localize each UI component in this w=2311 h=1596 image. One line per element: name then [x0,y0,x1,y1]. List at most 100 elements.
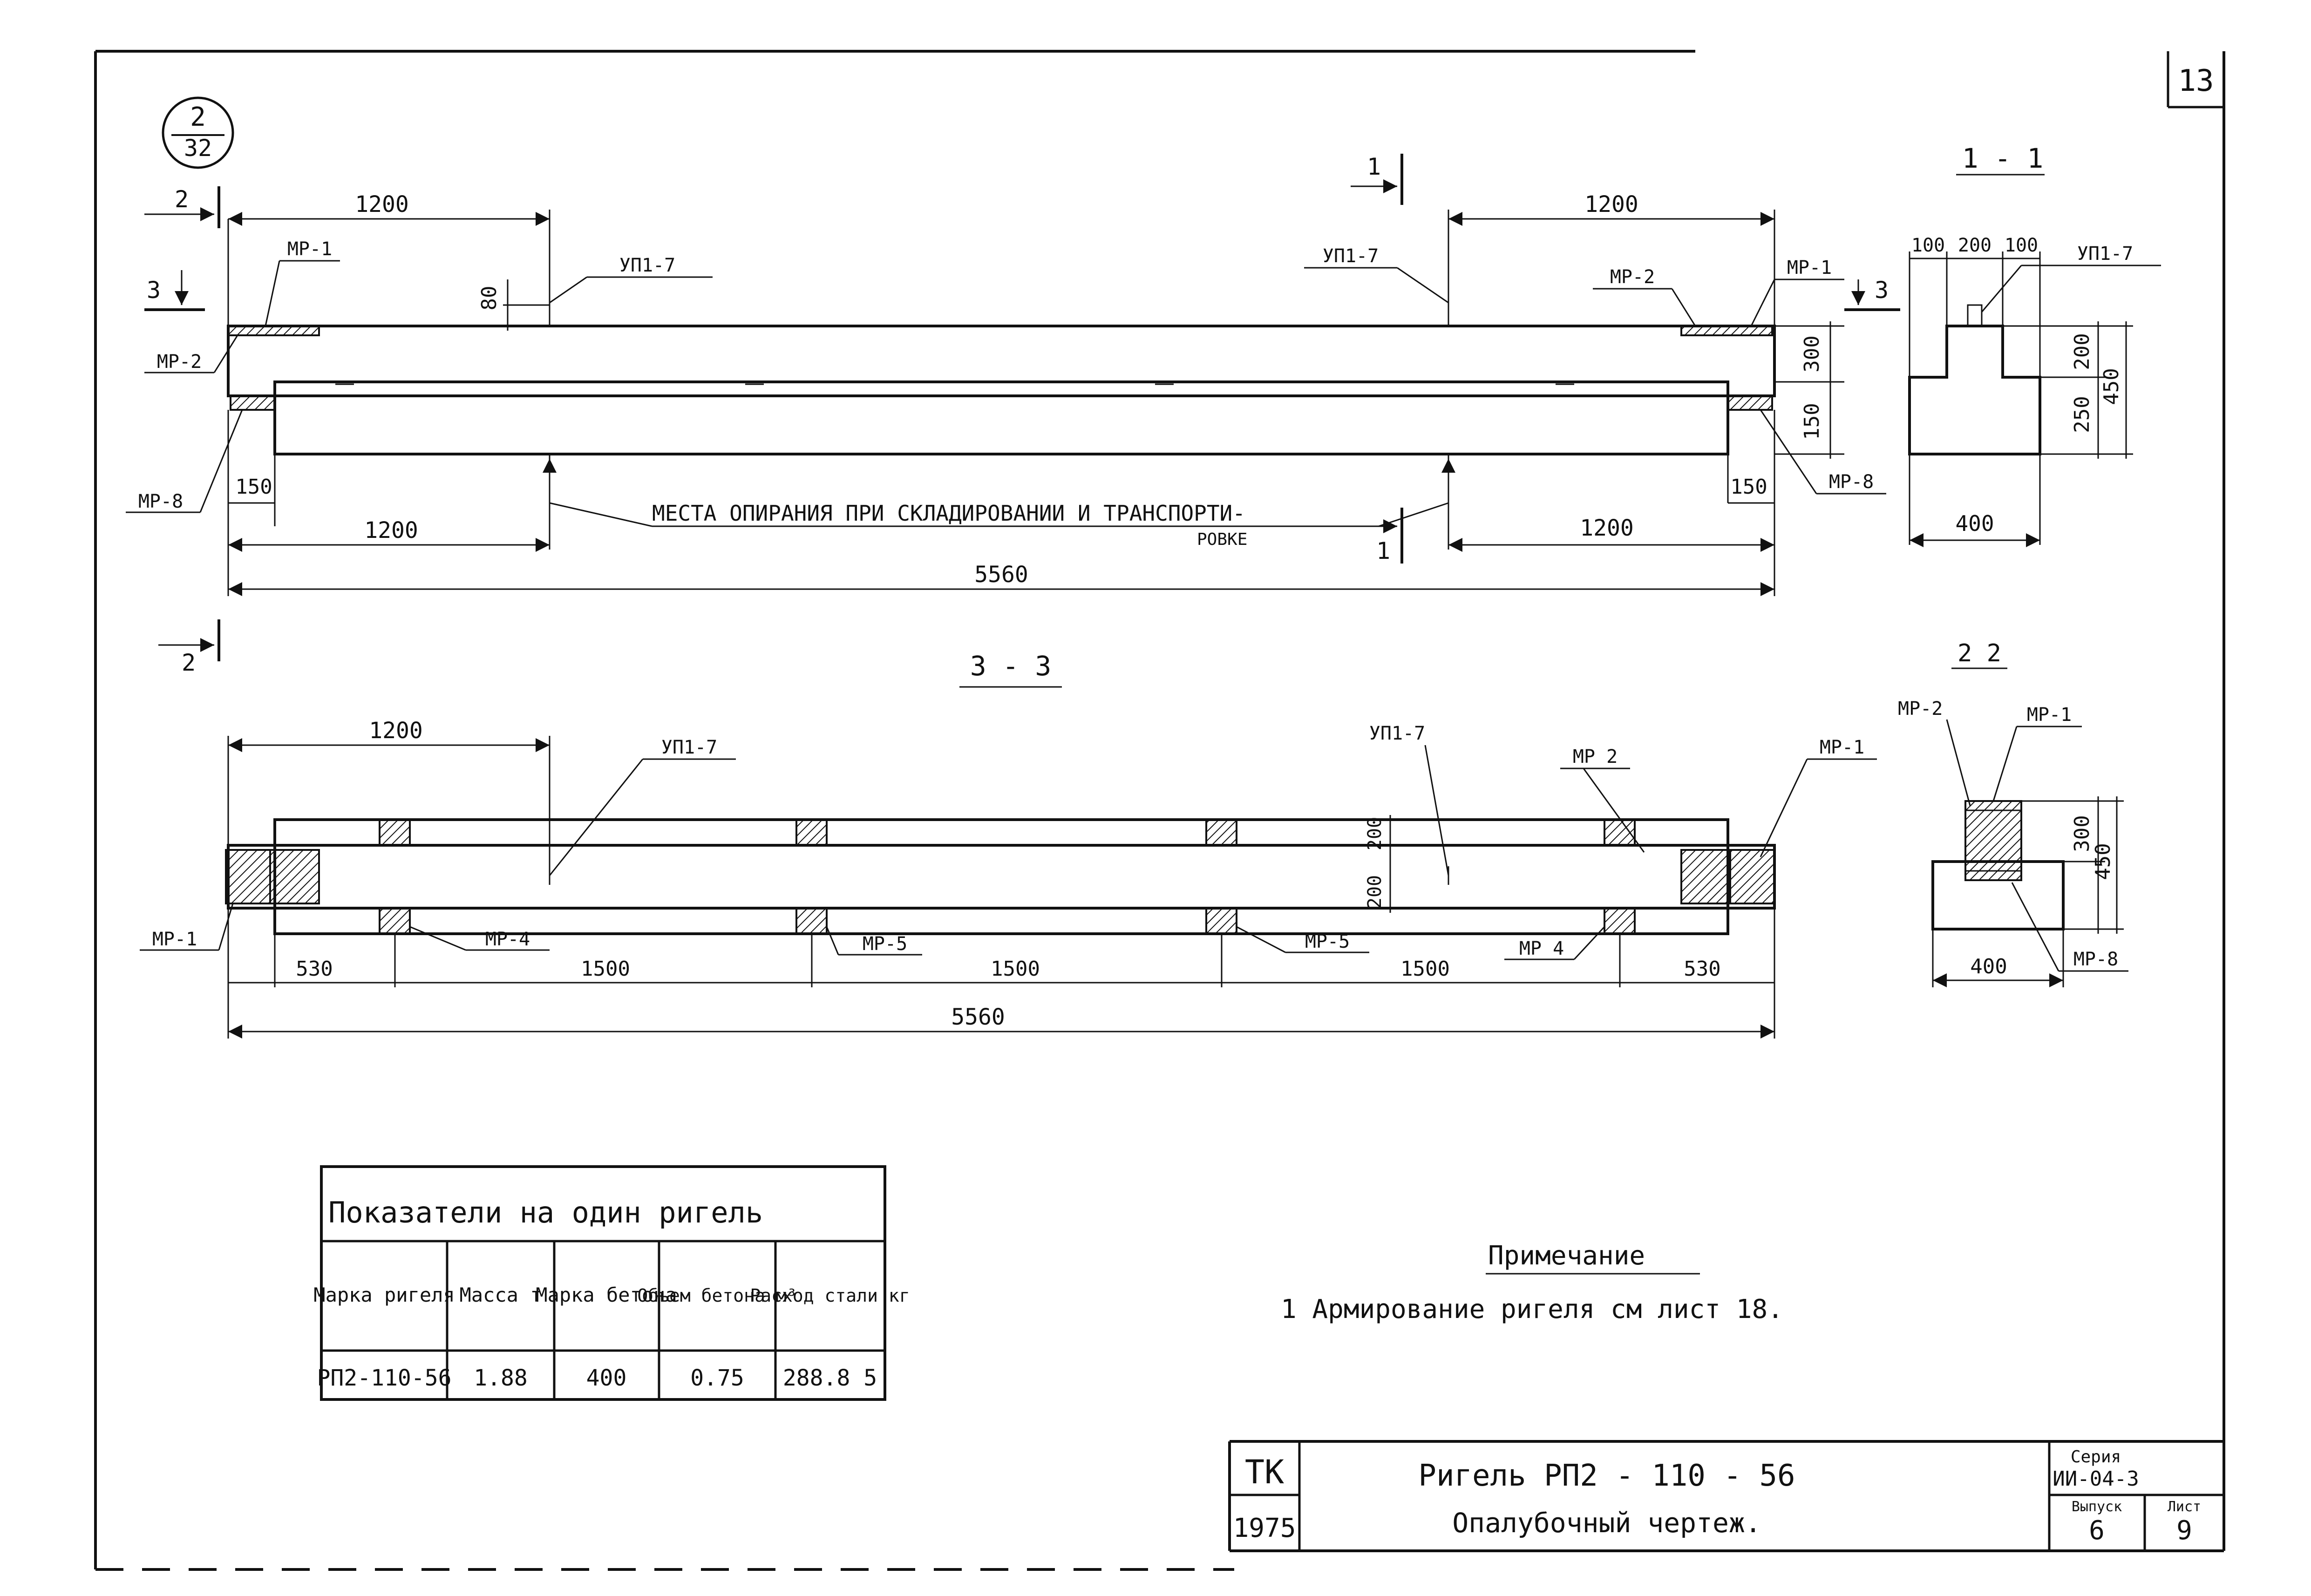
sec11-w2: 200 [1958,235,1992,256]
series-label: Серия [2071,1447,2121,1467]
sheet-value: 9 [2176,1515,2192,1546]
plan-mr4-right-bottom [1604,907,1636,935]
sec11-w1: 100 [1911,235,1945,256]
dim-top-left: 1200 [355,191,409,217]
cut3-left: 3 [147,277,161,304]
sec11-w3: 100 [2005,235,2038,256]
plan-mr1-left-label: МР-1 [152,929,197,950]
plan-mr4-left-top [379,819,411,846]
plan-view-3-3: 3 - 3 1200 200 200 530 [140,650,1877,1039]
dim-notch: 80 [477,286,501,311]
plan-web [227,844,1776,910]
plan-dim-1500-1: 1500 [581,957,630,981]
plan-dim-1500-3: 1500 [1400,957,1450,981]
cut-marks: 1 1 2 2 3 3 [144,153,1900,676]
table-cell-3: 0.75 [690,1365,744,1391]
plan-v200b: 200 [1364,875,1386,909]
plan-up-left-label: УП1-7 [661,737,717,758]
plan-up-right-label: УП1-7 [1369,723,1425,744]
title-block: ТК 1975 Ригель РП2 - 110 - 56 Опалубочны… [1228,1440,2224,1552]
plan-dim-530-left: 530 [296,957,333,981]
sec11-up-label: УП1-7 [2077,243,2133,265]
note-title: Примечание [1488,1241,1645,1271]
issue-value: 6 [2089,1515,2105,1546]
sheet-label: Лист [2168,1499,2201,1515]
mr2-plate-right [1680,325,1773,336]
dim-top-right: 1200 [1584,191,1638,217]
plan-dim-total: 5560 [951,1004,1005,1030]
plan-flange [273,818,1729,935]
table-header-4: Расход стали кг [750,1285,910,1306]
up-left-label: УП1-7 [619,255,675,276]
mr2-plate-left [227,325,320,336]
issue-label: Выпуск [2072,1499,2122,1515]
plan-mr1-right [1729,849,1775,904]
plan-mr1-left [225,849,271,904]
view-reference: 2 32 [162,96,234,169]
section-1-1: 1 - 1 100 200 100 200 250 450 400 УП1-7 [1908,143,2161,547]
mr8-right-label: МР-8 [1829,471,1874,493]
mr1-right-label: МР-1 [1787,257,1832,278]
note-block: Примечание 1 Армирование ригеля см лист … [1281,1241,1783,1324]
support-note-line2: РОВКЕ [1197,530,1247,549]
mr2-right-label: МР-2 [1610,266,1655,288]
cut2-top: 2 [175,186,189,213]
plan-mr1-right-label: МР-1 [1820,737,1864,758]
plan-mr2-left [269,849,320,904]
series-value: ИИ-04-3 [2053,1467,2139,1491]
support-note-line1: МЕСТА ОПИРАНИЯ ПРИ СКЛАДИРОВАНИИ И ТРАНС… [652,501,1245,526]
plan-33-title: 3 - 3 [970,650,1052,682]
title-name-line1: Ригель РП2 - 110 - 56 [1418,1459,1795,1493]
title-org: ТК [1245,1453,1284,1491]
plan-mr5-left-label: МР-5 [863,933,907,955]
sec11-width: 400 [1955,511,1994,536]
plan-mr4-left-bottom [379,907,411,935]
mr1-left-label: МР-1 [287,238,332,260]
sec22-mr1-label: МР-1 [2027,704,2072,726]
mr8-left-label: МР-8 [138,491,183,512]
view-ref-bottom: 32 [184,135,212,162]
title-name-line2: Опалубочный чертеж. [1452,1507,1761,1539]
table-cell-1: 1.88 [474,1365,528,1391]
table-header-2: Марка бетона [536,1284,677,1306]
table-cell-4: 288.8 5 [783,1365,877,1391]
table-cell-2: 400 [586,1365,627,1391]
cut2-bottom: 2 [182,649,196,676]
mr8-plate-left [230,395,276,411]
beam-top-part [227,325,1776,397]
up-right-label: УП1-7 [1323,245,1379,267]
dim-h300: 300 [1800,335,1824,372]
sec22-h450: 450 [2091,843,2115,880]
table-header-1: Масса т [459,1284,542,1306]
page-number: 13 [2178,64,2214,98]
indicators-table: Показатели на один ригель Марка ригеля М… [313,1165,910,1401]
plan-mr5-1-top [795,819,828,846]
plan-mr2-right [1680,849,1731,904]
note-text: 1 Армирование ригеля см лист 18. [1281,1294,1783,1324]
sec11-h250: 250 [2070,396,2094,433]
sec22-h300: 300 [2070,815,2094,852]
section-11-title: 1 - 1 [1962,143,2044,174]
dim-bottom-right: 1200 [1580,515,1634,541]
sheet-frame: 13 [94,50,2225,1571]
plan-dim-530-right: 530 [1684,957,1720,981]
dim-end-right: 150 [1730,475,1767,499]
cut3-right: 3 [1875,277,1889,304]
plan-v200a: 200 [1364,817,1386,850]
dim-h150: 150 [1800,403,1824,440]
dim-end-left: 150 [235,475,272,499]
mr8-plate-right [1727,395,1773,411]
section-22-title: 2 2 [1958,639,2001,667]
sec11-h450: 450 [2100,368,2123,405]
plan-dim-1200: 1200 [369,718,423,744]
title-year: 1975 [1233,1513,1296,1543]
dim-bottom-left: 1200 [364,517,418,543]
plan-mr5-2-bottom [1205,907,1237,935]
dim-total: 5560 [974,562,1028,588]
cut1-bottom: 1 [1376,537,1390,564]
plan-mr4-left-label: МР-4 [485,929,530,950]
view-ref-top: 2 [190,102,206,132]
section-2-2: 2 2 300 450 400 МР-2 МР-1 МР-8 [1898,639,2128,987]
